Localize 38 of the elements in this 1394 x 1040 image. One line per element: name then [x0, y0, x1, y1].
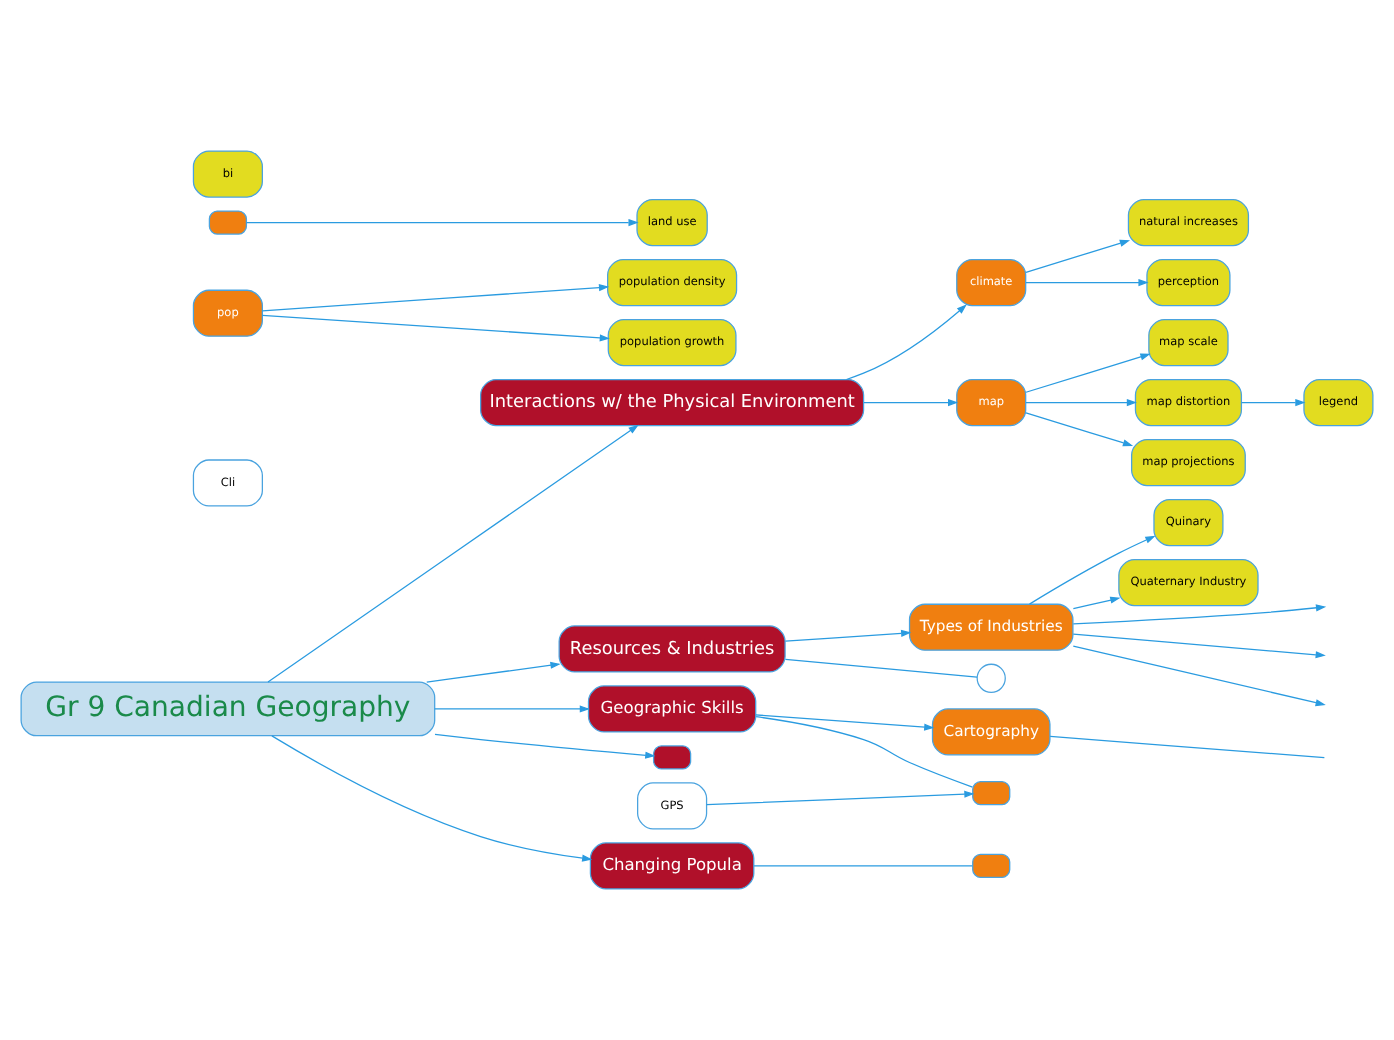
node-circle: [976, 663, 1006, 693]
node-box: Geographic Skills: [587, 685, 757, 733]
arrow: [271, 735, 593, 862]
arrow: [245, 219, 639, 227]
node-box: Resources & Industries: [558, 625, 786, 673]
node-box: [652, 745, 692, 770]
node-box: [972, 853, 1011, 879]
arrow: [426, 661, 561, 683]
arrow: [1025, 412, 1134, 447]
arrow: [1241, 399, 1306, 407]
arrow: [1025, 353, 1151, 393]
node-box: [972, 781, 1011, 806]
arrow: [863, 399, 959, 407]
arrow: [1072, 596, 1121, 610]
arrow: [1025, 239, 1131, 273]
node-box: Gr 9 Canadian Geography: [20, 681, 436, 737]
arrow: [755, 714, 935, 731]
arrow: [1072, 633, 1326, 659]
arrow: [434, 733, 656, 759]
arrow: [1028, 535, 1156, 605]
arrow: [261, 314, 610, 342]
arrow: [845, 304, 967, 381]
arrow: [261, 284, 610, 312]
arrow: [1072, 645, 1326, 707]
arrow: [706, 790, 975, 806]
arrow: [784, 629, 912, 642]
node-box: [208, 210, 248, 235]
node-box: Interactions w/ the Physical Environment: [480, 378, 865, 427]
arrow: [1072, 604, 1327, 625]
connector: [1049, 735, 1326, 759]
arrow: [434, 705, 590, 713]
connector: [753, 865, 973, 867]
connector: [784, 658, 978, 678]
connector: [755, 716, 974, 788]
arrow: [267, 424, 639, 683]
arrow: [1025, 279, 1149, 287]
node-box: Changing Popula: [589, 842, 755, 890]
arrow: [1025, 399, 1138, 407]
